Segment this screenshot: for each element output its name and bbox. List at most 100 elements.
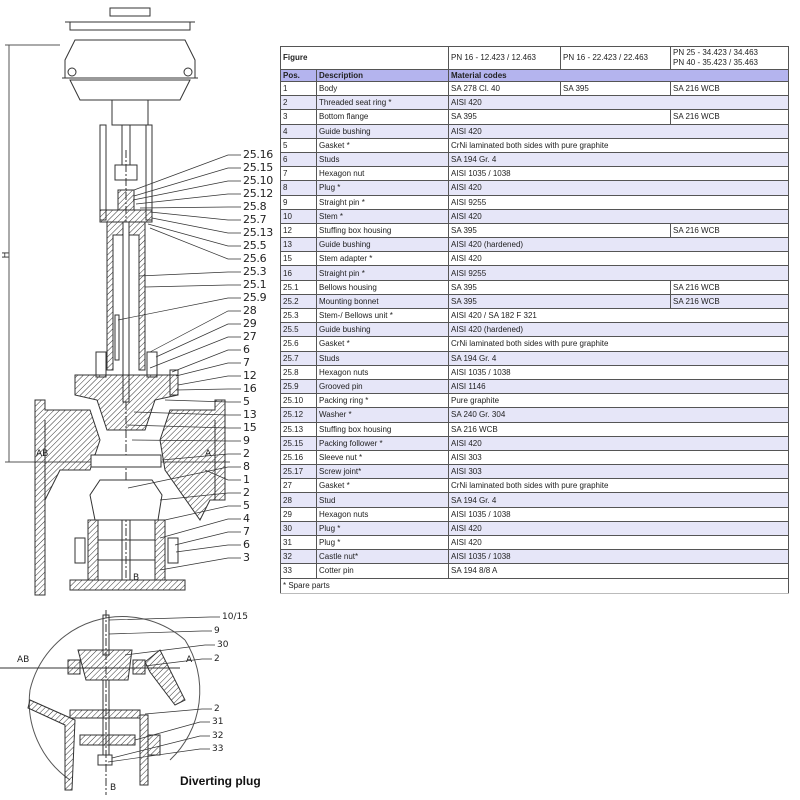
description-cell: Washer * bbox=[315, 407, 450, 423]
description-cell: Bellows housing bbox=[315, 279, 450, 295]
leader-line bbox=[125, 424, 241, 429]
pos-cell: 3 bbox=[280, 109, 317, 125]
material-cell: AISI 303 bbox=[448, 464, 790, 480]
leader-line bbox=[147, 223, 241, 247]
detail-callout-label: 32 bbox=[212, 731, 224, 741]
height-dimension-label: H bbox=[1, 251, 12, 259]
description-cell: Guide bushing bbox=[315, 322, 450, 338]
leader-line bbox=[155, 323, 241, 358]
pos-cell: 30 bbox=[280, 520, 317, 537]
detail-flow-label-ab: AB bbox=[17, 655, 30, 665]
header-row: Pos. Description Material codes bbox=[280, 69, 790, 82]
pos-cell: 25.1 bbox=[280, 279, 317, 295]
leader-line bbox=[131, 439, 241, 442]
description-cell: Stud bbox=[315, 492, 450, 508]
detail-leader-line bbox=[134, 721, 210, 741]
description-cell: Stem-/ Bellows unit * bbox=[315, 307, 450, 324]
description-cell: Castle nut* bbox=[315, 549, 450, 565]
pos-cell: 25.3 bbox=[280, 307, 317, 324]
pos-cell: 16 bbox=[280, 265, 317, 281]
callout-label: 15 bbox=[243, 421, 257, 434]
callout-label: 6 bbox=[243, 538, 250, 551]
spare-parts-footnote: * Spare parts bbox=[279, 577, 790, 594]
leader-line bbox=[135, 193, 241, 205]
callout-label: 28 bbox=[243, 304, 257, 317]
description-cell: Gasket * bbox=[315, 137, 450, 153]
valve-body bbox=[34, 399, 226, 596]
detail-leader-line bbox=[108, 630, 212, 635]
footnote-row: * Spare parts bbox=[279, 577, 790, 594]
leader-line bbox=[175, 362, 241, 377]
material-cell: AISI 1035 / 1038 bbox=[448, 506, 790, 522]
material-cell: SA 216 WCB bbox=[448, 421, 790, 437]
pos-cell: 31 bbox=[280, 534, 317, 551]
callout-label: 12 bbox=[243, 369, 257, 382]
material-cell: SA 194 Gr. 4 bbox=[448, 350, 790, 366]
leader-line bbox=[164, 399, 241, 403]
material-cell: AISI 420 (hardened) bbox=[448, 322, 790, 338]
pos-cell: 25.5 bbox=[280, 322, 317, 338]
material-cell: AISI 420 bbox=[448, 534, 790, 551]
header-description: Description bbox=[315, 69, 450, 82]
description-cell: Body bbox=[315, 80, 450, 97]
description-cell: Packing follower * bbox=[315, 435, 450, 451]
callout-label: 25.12 bbox=[243, 187, 273, 200]
description-cell: Plug * bbox=[315, 180, 450, 196]
material-cell: AISI 420 (hardened) bbox=[448, 237, 790, 253]
pos-cell: 13 bbox=[280, 237, 317, 253]
leader-line bbox=[149, 310, 241, 353]
pos-cell: 25.9 bbox=[280, 378, 317, 395]
material-cell: AISI 1035 / 1038 bbox=[448, 549, 790, 565]
actuator-housing bbox=[62, 39, 198, 126]
pos-cell: 32 bbox=[280, 549, 317, 565]
callout-label: 7 bbox=[243, 525, 250, 538]
description-cell: Gasket * bbox=[315, 478, 450, 494]
description-cell: Studs bbox=[315, 151, 450, 168]
callout-label: 3 bbox=[243, 551, 250, 564]
diverting-plug-detail-drawing bbox=[0, 610, 201, 795]
materials-table: Figure PN 16 - 12.423 / 12.463 PN 16 - 2… bbox=[279, 46, 790, 594]
description-cell: Guide bushing bbox=[315, 237, 450, 253]
detail-leader-line bbox=[144, 708, 212, 715]
description-cell: Studs bbox=[315, 350, 450, 366]
callout-label: 25.7 bbox=[243, 213, 267, 226]
pos-cell: 1 bbox=[280, 80, 317, 97]
leader-line bbox=[133, 167, 241, 197]
description-cell: Packing ring * bbox=[315, 393, 450, 409]
leader-line bbox=[144, 284, 241, 288]
description-cell: Stem * bbox=[315, 208, 450, 224]
pos-cell: 25.13 bbox=[280, 421, 317, 437]
material-cell: AISI 420 / SA 182 F 321 bbox=[448, 307, 790, 324]
material-cell: AISI 9255 bbox=[448, 265, 790, 281]
detail-callout-label: 33 bbox=[212, 744, 224, 754]
material-cell: CrNi laminated both sides with pure grap… bbox=[448, 478, 790, 494]
description-cell: Stem adapter * bbox=[315, 251, 450, 267]
leader-line bbox=[159, 492, 241, 501]
material-cell: SA 216 WCB bbox=[670, 109, 790, 125]
diverting-plug-title: Diverting plug bbox=[180, 774, 261, 788]
callout-label: 4 bbox=[243, 512, 250, 525]
figure-1: PN 16 - 12.423 / 12.463 bbox=[448, 46, 562, 70]
pos-cell: 33 bbox=[280, 563, 317, 579]
description-cell: Stuffing box housing bbox=[315, 421, 450, 437]
detail-callout-label: 30 bbox=[217, 640, 229, 650]
leader-line bbox=[149, 336, 241, 369]
pos-cell: 28 bbox=[280, 492, 317, 508]
material-cell: SA 240 Gr. 304 bbox=[448, 407, 790, 423]
material-cell: AISI 420 bbox=[448, 435, 790, 451]
